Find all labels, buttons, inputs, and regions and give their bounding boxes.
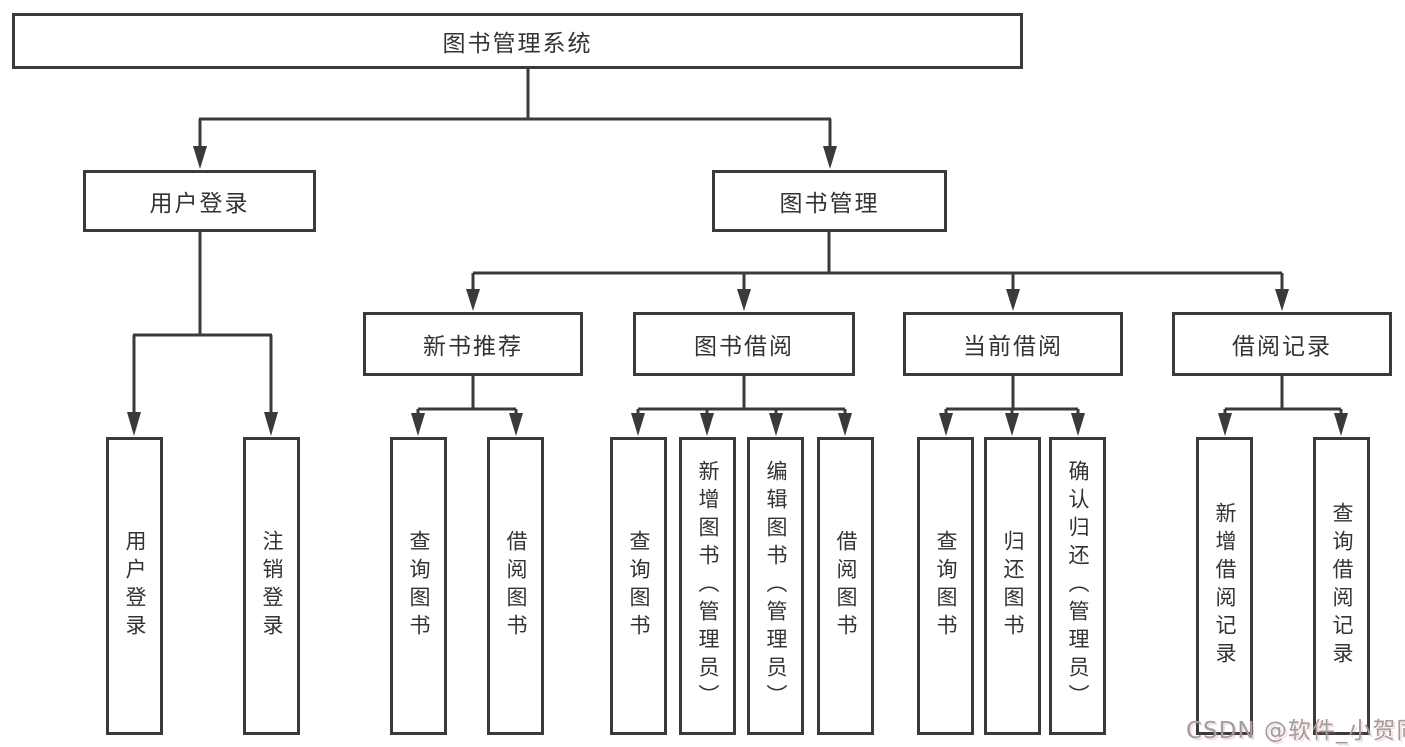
node-book-management: 图书管理	[712, 170, 947, 232]
leaf-confirm-return-admin: 确认归还（管理员）	[1049, 437, 1106, 735]
node-label: 注销登录	[260, 530, 284, 642]
node-label: 图书借阅	[694, 334, 794, 360]
node-label: 用户登录	[123, 530, 147, 642]
node-label: 确认归还（管理员）	[1066, 460, 1090, 712]
leaf-borrow-query-books: 查询图书	[610, 437, 667, 735]
connector-book-borrow	[631, 376, 852, 436]
connector-root	[193, 69, 837, 169]
leaf-logout-login: 注销登录	[243, 437, 300, 735]
leaf-add-borrow-record: 新增借阅记录	[1196, 437, 1253, 735]
leaf-user-login: 用户登录	[106, 437, 163, 735]
node-user-login: 用户登录	[83, 170, 316, 232]
node-label: 借阅图书	[504, 530, 528, 642]
leaf-borrow-borrow-books: 借阅图书	[817, 437, 874, 735]
node-label: 查询图书	[407, 530, 431, 642]
node-label: 查询图书	[934, 530, 958, 642]
csdn-watermark: CSDN @软件_小贺同学	[1186, 718, 1405, 744]
leaf-add-books-admin: 新增图书（管理员）	[679, 437, 736, 735]
node-label: 借阅记录	[1232, 334, 1332, 360]
leaf-recommend-query-books: 查询图书	[390, 437, 447, 735]
node-label: 查询借阅记录	[1330, 502, 1354, 670]
node-borrow-records: 借阅记录	[1172, 312, 1392, 376]
connector-borrow-records	[1218, 376, 1348, 436]
leaf-query-borrow-record: 查询借阅记录	[1313, 437, 1370, 735]
node-label: 图书管理系统	[442, 31, 593, 57]
node-label: 图书管理	[779, 191, 880, 217]
node-label: 用户登录	[149, 191, 250, 217]
leaf-return-books: 归还图书	[984, 437, 1041, 735]
node-label: 借阅图书	[834, 530, 858, 642]
node-label: 归还图书	[1001, 530, 1025, 642]
leaf-edit-books-admin: 编辑图书（管理员）	[747, 437, 804, 735]
connector-book-management	[466, 232, 1289, 311]
node-label: 查询图书	[627, 530, 651, 642]
node-label: 新书推荐	[423, 334, 523, 360]
node-label: 新增借阅记录	[1213, 502, 1237, 670]
node-label: 新增图书（管理员）	[696, 460, 720, 712]
node-library-system: 图书管理系统	[12, 13, 1023, 69]
node-new-book-recommend: 新书推荐	[363, 312, 583, 376]
leaf-current-query-books: 查询图书	[917, 437, 974, 735]
connector-new-book-recommend	[411, 376, 523, 436]
node-label: 编辑图书（管理员）	[764, 460, 788, 712]
leaf-recommend-borrow-books: 借阅图书	[487, 437, 544, 735]
connector-user-login	[127, 232, 278, 436]
node-label: 当前借阅	[963, 334, 1063, 360]
node-current-borrow: 当前借阅	[903, 312, 1123, 376]
node-book-borrow: 图书借阅	[633, 312, 855, 376]
connector-current-borrow	[939, 376, 1085, 436]
